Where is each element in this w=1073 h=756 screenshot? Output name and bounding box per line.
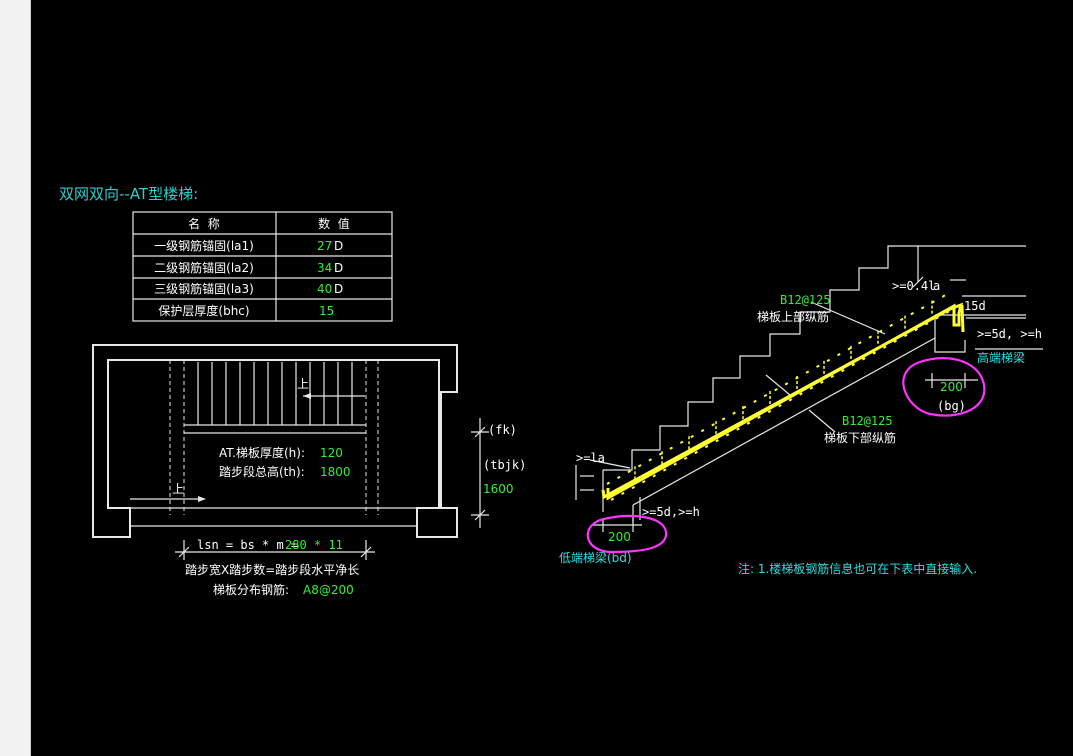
stair-section: >=0.4l a 15d >=5d, >=h 高端梯梁 B12@125 梯板上部… [559, 245, 1043, 576]
side-panel-strip [0, 0, 31, 756]
top-rebar-label: 梯板上部纵筋 [757, 309, 829, 324]
height-label: 踏步段总高(th): [219, 464, 305, 479]
thickness-value[interactable]: 120 [320, 446, 343, 460]
fk-label: (fk) [488, 423, 517, 437]
note-text: 注: 1.楼梯板钢筋信息也可在下表中直接输入. [738, 561, 977, 576]
low-beam-label: 低端梯梁(bd) [559, 550, 632, 565]
table-cell-name: 保护层厚度(bhc) [158, 303, 249, 318]
table-header-name: 名 称 [188, 216, 220, 231]
dim-5d-h-top: >=5d, >=h [977, 327, 1042, 341]
tbjk-value[interactable]: 1600 [483, 482, 514, 496]
table-cell-value[interactable]: 27 [317, 239, 332, 253]
lsn-formula: lsn = bs * m = [197, 538, 298, 552]
table-cell-name: 一级钢筋锚固(la1) [154, 238, 254, 253]
highlight-circle-low [586, 514, 668, 554]
table-cell-unit: D [334, 261, 343, 275]
dim-5d-h-bottom: >=5d,>=h [642, 505, 700, 519]
table-cell-value[interactable]: 15 [319, 304, 334, 318]
distribution-rebar-ticks [634, 300, 933, 480]
lsn-caption: 踏步宽X踏步数=踏步段水平净长 [185, 562, 359, 577]
distribution-rebar-value[interactable]: A8@200 [303, 583, 354, 597]
distribution-rebar-label: 梯板分布钢筋: [213, 582, 289, 597]
up-label-bottom: 上 [172, 482, 184, 496]
dim-04l: >=0.4l [892, 279, 935, 293]
table-header-value: 数 值 [318, 216, 350, 231]
high-beam-width[interactable]: 200 [940, 380, 963, 394]
dim-15d: 15d [964, 299, 986, 313]
table-cell-value[interactable]: 40 [317, 282, 332, 296]
stair-plan: 上 上 AT.梯板厚度(h): 120 踏步段总高(th): 1800 (fk)… [92, 344, 526, 597]
bottom-rebar-value[interactable]: B12@125 [842, 414, 893, 428]
tbjk-label: (tbjk) [483, 458, 526, 472]
bottom-rebar-label: 梯板下部纵筋 [824, 430, 896, 445]
stair-treads [197, 362, 353, 425]
bg-label: (bg) [937, 399, 966, 413]
lsn-value[interactable]: 280 * 11 [285, 538, 343, 552]
drawing-title: 双网双向--AT型楼梯: [59, 185, 198, 203]
table-cell-name: 二级钢筋锚固(la2) [154, 260, 254, 275]
dim-la: >=la [576, 451, 605, 465]
high-beam-label: 高端梯梁 [977, 350, 1025, 365]
table-cell-name: 三级钢筋锚固(la3) [154, 281, 254, 296]
highlight-circle-high [902, 357, 986, 417]
table-cell-unit: D [334, 239, 343, 253]
dim-a: a [933, 279, 940, 293]
thickness-label: AT.梯板厚度(h): [219, 445, 305, 460]
parameter-table: 名 称 数 值 一级钢筋锚固(la1) 27 D 二级钢筋锚固(la2) 34 … [132, 211, 393, 322]
table-cell-value[interactable]: 34 [317, 261, 332, 275]
table-cell-unit: D [334, 282, 343, 296]
low-beam-width[interactable]: 200 [608, 530, 631, 544]
up-label-top: 上 [297, 377, 309, 391]
height-value[interactable]: 1800 [320, 465, 351, 479]
top-rebar-value[interactable]: B12@125 [780, 293, 831, 307]
